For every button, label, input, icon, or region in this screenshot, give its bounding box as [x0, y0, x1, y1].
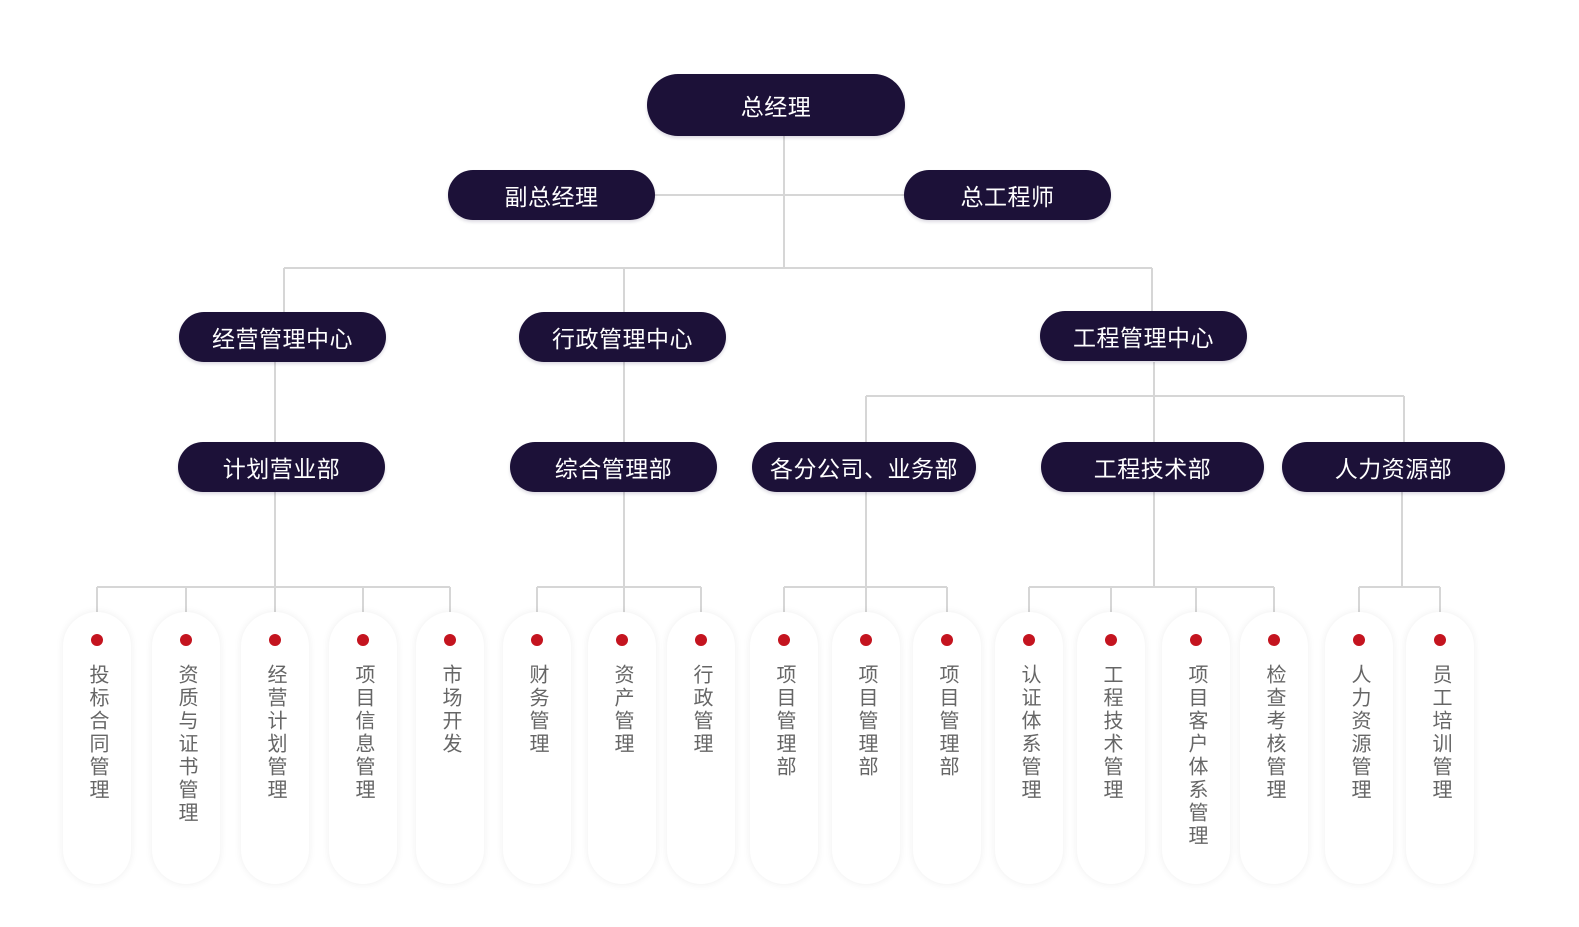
leaf-label: 资质与证书管理	[175, 664, 197, 825]
dot-marker	[531, 634, 543, 646]
leaf-card: 检查考核管理	[1240, 612, 1308, 884]
node-label: 总经理	[740, 94, 812, 120]
node-deputy-general-manager: 副总经理	[448, 170, 655, 220]
node-label: 各分公司、业务部	[770, 456, 958, 482]
node-label: 工程技术部	[1093, 456, 1212, 482]
dot-marker	[616, 634, 628, 646]
dot-marker	[357, 634, 369, 646]
dot-marker	[1023, 634, 1035, 646]
leaf-label: 工程技术管理	[1100, 664, 1122, 802]
dot-marker	[269, 634, 281, 646]
dot-marker	[1434, 634, 1446, 646]
leaf-label: 员工培训管理	[1429, 664, 1451, 802]
node-chief-engineer: 总工程师	[904, 170, 1111, 220]
node-engineering-center: 工程管理中心	[1040, 311, 1247, 361]
leaf-card: 资产管理	[588, 612, 656, 884]
dot-marker	[941, 634, 953, 646]
node-label: 总工程师	[960, 184, 1055, 210]
node-label: 人力资源部	[1334, 456, 1453, 482]
node-general-admin-dept: 综合管理部	[510, 442, 717, 492]
node-business-center: 经营管理中心	[179, 312, 386, 362]
leaf-card: 项目管理部	[832, 612, 900, 884]
dot-marker	[1190, 634, 1202, 646]
leaf-label: 行政管理	[690, 664, 712, 756]
leaf-card: 市场开发	[416, 612, 484, 884]
leaf-label: 财务管理	[526, 664, 548, 756]
dot-marker	[91, 634, 103, 646]
node-admin-center: 行政管理中心	[519, 312, 726, 362]
node-branches-dept: 各分公司、业务部	[752, 442, 976, 492]
node-planning-dept: 计划营业部	[178, 442, 385, 492]
node-label: 经营管理中心	[212, 326, 353, 352]
node-general-manager: 总经理	[647, 74, 905, 136]
leaf-card: 认证体系管理	[995, 612, 1063, 884]
leaf-card: 投标合同管理	[63, 612, 131, 884]
dot-marker	[444, 634, 456, 646]
leaf-label: 市场开发	[439, 664, 461, 756]
leaf-card: 行政管理	[667, 612, 735, 884]
leaf-label: 经营计划管理	[264, 664, 286, 802]
dot-marker	[1105, 634, 1117, 646]
leaf-label: 项目管理部	[855, 664, 877, 779]
node-label: 行政管理中心	[552, 326, 693, 352]
node-label: 工程管理中心	[1073, 325, 1214, 351]
dot-marker	[778, 634, 790, 646]
leaf-label: 项目管理部	[936, 664, 958, 779]
node-label: 计划营业部	[222, 456, 341, 482]
leaf-label: 投标合同管理	[86, 664, 108, 802]
dot-marker	[695, 634, 707, 646]
leaf-card: 工程技术管理	[1077, 612, 1145, 884]
leaf-label: 项目管理部	[773, 664, 795, 779]
node-hr-dept: 人力资源部	[1282, 442, 1505, 492]
leaf-card: 项目信息管理	[329, 612, 397, 884]
leaf-card: 人力资源管理	[1325, 612, 1393, 884]
leaf-label: 检查考核管理	[1263, 664, 1285, 802]
leaf-card: 员工培训管理	[1406, 612, 1474, 884]
leaf-label: 人力资源管理	[1348, 664, 1370, 802]
dot-marker	[180, 634, 192, 646]
node-engineering-tech-dept: 工程技术部	[1041, 442, 1264, 492]
node-label: 综合管理部	[554, 456, 673, 482]
leaf-label: 资产管理	[611, 664, 633, 756]
dot-marker	[1353, 634, 1365, 646]
leaf-label: 项目信息管理	[352, 664, 374, 802]
dot-marker	[860, 634, 872, 646]
leaf-card: 财务管理	[503, 612, 571, 884]
leaf-card: 项目管理部	[750, 612, 818, 884]
node-label: 副总经理	[504, 184, 599, 210]
leaf-card: 资质与证书管理	[152, 612, 220, 884]
dot-marker	[1268, 634, 1280, 646]
leaf-card: 项目客户体系管理	[1162, 612, 1230, 884]
leaf-card: 项目管理部	[913, 612, 981, 884]
leaf-label: 项目客户体系管理	[1185, 664, 1207, 848]
leaf-card: 经营计划管理	[241, 612, 309, 884]
leaf-label: 认证体系管理	[1018, 664, 1040, 802]
